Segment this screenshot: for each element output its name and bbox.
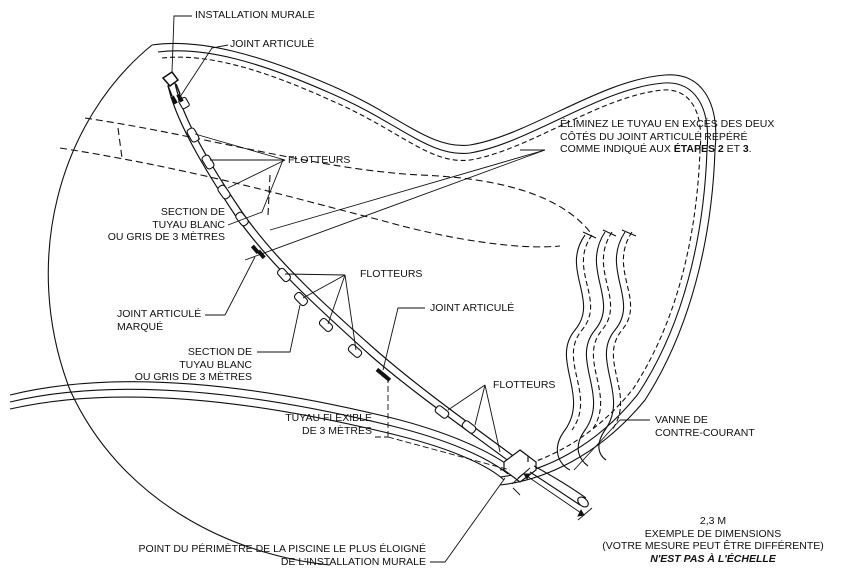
backflow-valve-line2: CONTRE-COURANT xyxy=(655,426,755,439)
dimension-line1: EXEMPLE DE DIMENSIONS xyxy=(644,527,782,540)
pool-near-edge-inner2 xyxy=(9,396,505,481)
hose-section-2-line1: SECTION DE xyxy=(187,346,252,358)
dimension-line3: N'EST PAS À L'ÉCHELLE xyxy=(650,552,776,565)
marked-swivel-line2: MARQUÉ xyxy=(117,320,164,333)
label-backflow-valve: VANNE DE CONTRE-COURANT xyxy=(655,414,755,439)
wave-1 xyxy=(556,234,586,471)
wave-top-lines xyxy=(582,229,637,239)
wave-3 xyxy=(598,231,626,461)
floor-dashed-3 xyxy=(117,127,123,159)
pool-far-wall-inner xyxy=(157,50,709,478)
wave-2b xyxy=(591,231,613,431)
hose-main-inner xyxy=(174,82,517,459)
backflow-valve-shape xyxy=(503,449,537,483)
label-hose-section-2: SECTION DE TUYAU BLANC OU GRIS DE 3 MÈTR… xyxy=(130,346,252,384)
floor-dashed-2 xyxy=(59,147,561,248)
hose-section-2-line2: TUYAU BLANC xyxy=(179,358,252,371)
hose-section-1-line1: SECTION DE xyxy=(160,206,225,218)
hose-section-1-line3: OU GRIS DE 3 MÈTRES xyxy=(107,231,225,243)
label-remove-excess: ÉLIMINEZ LE TUYAU EN EXCÈS DES DEUX CÔTÉ… xyxy=(560,118,774,156)
hose-section-2-line3: OU GRIS DE 3 MÈTRES xyxy=(134,371,252,383)
remove-excess-line1: ÉLIMINEZ LE TUYAU EN EXCÈS DES DEUX xyxy=(560,118,775,130)
dimension-line2: (VOTRE MESURE PEUT ÊTRE DIFFÉRENTE) xyxy=(602,540,824,552)
label-dimension: 2,3 M EXEMPLE DE DIMENSIONS (VOTRE MESUR… xyxy=(588,515,838,565)
label-floats-3: FLOTTEURS xyxy=(493,379,556,391)
label-swivel-joint-top: JOINT ARTICULÉ xyxy=(230,38,315,50)
label-floats-2: FLOTTEURS xyxy=(360,268,423,280)
floor-dashed-1 xyxy=(84,117,591,233)
flex-hose-line2: DE 3 MÈTRES xyxy=(301,424,372,437)
remove-excess-line2: CÔTÉS DU JOINT ARTICULÉ REPÉRÉ xyxy=(560,130,748,143)
label-floats-1: FLOTTEURS xyxy=(288,154,351,166)
farthest-point-line1: POINT DU PÉRIMÈTRE DE LA PISCINE LE PLUS… xyxy=(138,543,426,555)
dimension-value: 2,3 M xyxy=(699,515,727,527)
step-b: 3 xyxy=(742,143,749,155)
label-farthest-point: POINT DU PÉRIMÈTRE DE LA PISCINE LE PLUS… xyxy=(120,543,426,568)
pool-far-wall-inner2 xyxy=(161,56,702,471)
pool-near-edge-inner xyxy=(9,388,509,475)
wave-3b xyxy=(611,231,633,431)
end-text: . xyxy=(748,143,752,155)
floor-dashed-4 xyxy=(267,174,271,216)
remove-excess-line3-prefix: COMME INDIQUÉ AUX xyxy=(560,143,674,155)
hose-section-1-line2: TUYAU BLANC xyxy=(152,218,225,231)
remove-excess-line3: COMME INDIQUÉ AUX ÉTAPES 2 ET 3. xyxy=(560,143,774,156)
dimension-marks xyxy=(511,467,593,521)
flex-hose-line1: TUYAU FLEXIBLE xyxy=(285,412,372,424)
label-wall-fitting: INSTALLATION MURALE xyxy=(195,9,315,21)
marked-swivel-line1: JOINT ARTICULÉ xyxy=(117,308,202,320)
backflow-valve-line1: VANNE DE xyxy=(655,414,708,426)
label-hose-section-1: SECTION DE TUYAU BLANC OU GRIS DE 3 MÈTR… xyxy=(105,206,225,244)
farthest-point-line2: DE L'INSTALLATION MURALE xyxy=(280,555,426,568)
wave-2 xyxy=(577,231,606,467)
hose-exit-end xyxy=(577,496,589,508)
pool-near-edge xyxy=(9,381,513,469)
step-a: ÉTAPES 2 xyxy=(673,143,724,155)
hose-floats xyxy=(178,96,477,434)
wall-fitting-shape xyxy=(161,70,181,97)
label-swivel-joint-mid: JOINT ARTICULÉ xyxy=(430,302,515,314)
hose-exit xyxy=(529,465,587,506)
label-marked-swivel: JOINT ARTICULÉ MARQUÉ xyxy=(117,308,201,333)
leader-lines xyxy=(171,15,650,563)
pool-outline-outer xyxy=(47,44,331,566)
wave-1b xyxy=(571,234,593,431)
and-text: ET xyxy=(723,143,743,155)
label-flex-hose: TUYAU FLEXIBLE DE 3 MÈTRES xyxy=(262,412,372,437)
pool-far-wall xyxy=(151,42,717,486)
